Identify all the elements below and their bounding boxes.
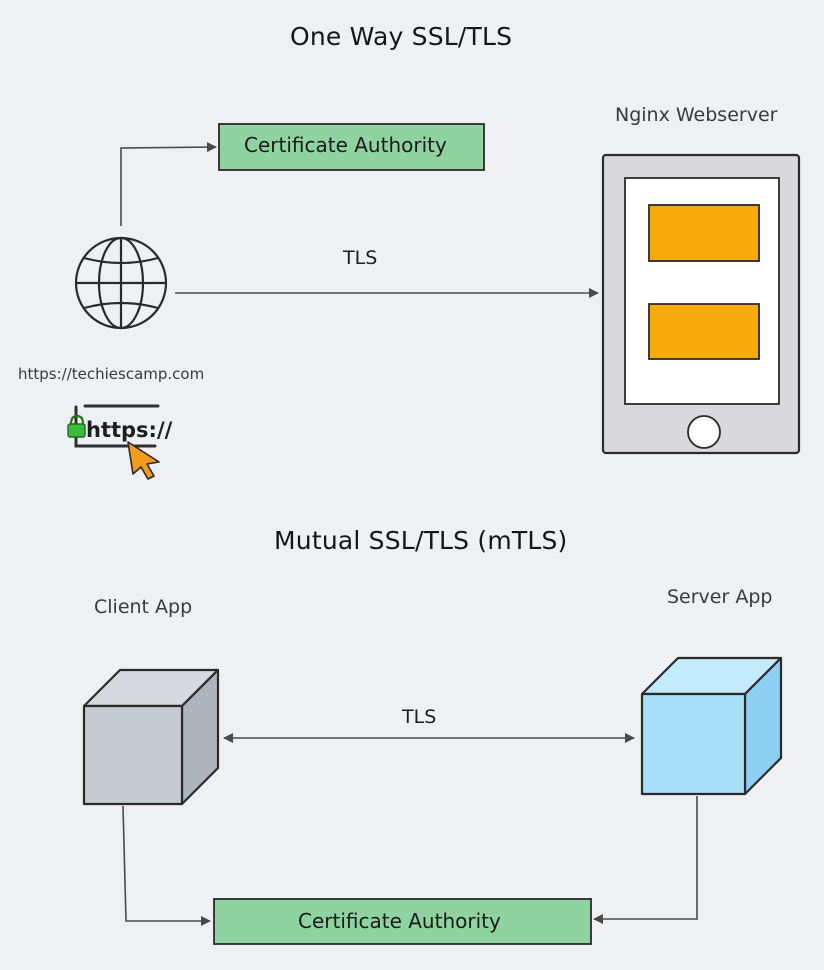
https-badge-text: https://: [86, 418, 173, 442]
cursor-icon: [127, 441, 160, 480]
tablet-home-button: [687, 415, 721, 449]
tls-label-mutual: TLS: [402, 706, 437, 728]
https-badge: https://: [67, 404, 173, 480]
ca-box-top: [218, 123, 485, 171]
client-cube-icon: [82, 668, 220, 806]
screen-block-bottom: [648, 303, 760, 360]
mutual-title: Mutual SSL/TLS (mTLS): [274, 526, 568, 555]
server-cube-icon: [640, 656, 783, 796]
globe-to-ca-arrow: [120, 142, 217, 226]
nginx-webserver-label: Nginx Webserver: [615, 104, 778, 126]
ca-label-bottom: Certificate Authority: [298, 909, 501, 933]
tls-label-one-way: TLS: [343, 247, 378, 269]
one-way-title: One Way SSL/TLS: [290, 22, 513, 51]
globe-icon: [74, 236, 168, 330]
client-to-ca-arrow: [122, 805, 211, 926]
client-app-label: Client App: [94, 596, 193, 618]
tablet-icon: [601, 153, 801, 455]
url-text: https://techiescamp.com: [18, 365, 205, 383]
ca-label-top: Certificate Authority: [244, 133, 447, 157]
server-to-ca-arrow: [593, 796, 698, 924]
ca-box-bottom: [213, 898, 592, 945]
server-app-label: Server App: [667, 586, 773, 608]
screen-block-top: [648, 204, 760, 262]
lock-icon: [67, 414, 86, 438]
